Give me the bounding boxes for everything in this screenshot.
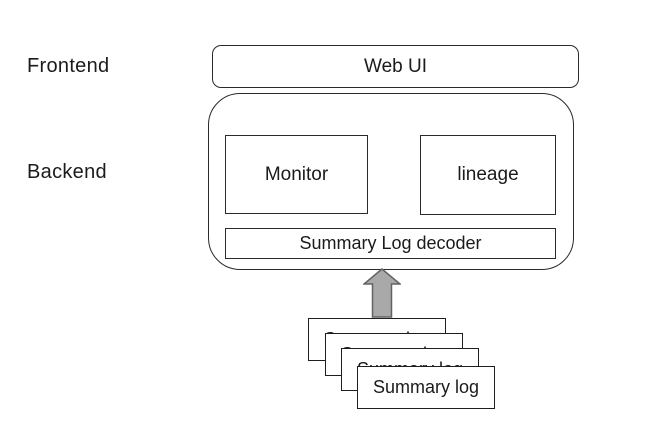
backend-container: Monitor lineage Summary Log decoder (208, 93, 574, 270)
frontend-label: Frontend (27, 55, 110, 77)
lineage-box: lineage (420, 135, 556, 215)
web-ui-label: Web UI (363, 55, 427, 77)
summary-log-decoder-label: Summary Log decoder (299, 233, 482, 253)
lineage-label: lineage (457, 164, 519, 185)
up-arrow-shape (363, 268, 401, 318)
backend-label: Backend (27, 161, 107, 183)
up-arrow-icon (363, 268, 401, 318)
web-ui-box: Web UI (212, 45, 579, 88)
summary-log-card-front: Summary log (357, 366, 495, 409)
monitor-box: Monitor (225, 135, 368, 214)
monitor-label: Monitor (264, 163, 329, 185)
summary-log-label: Summary log (372, 377, 480, 397)
summary-log-decoder-bar: Summary Log decoder (225, 228, 556, 259)
